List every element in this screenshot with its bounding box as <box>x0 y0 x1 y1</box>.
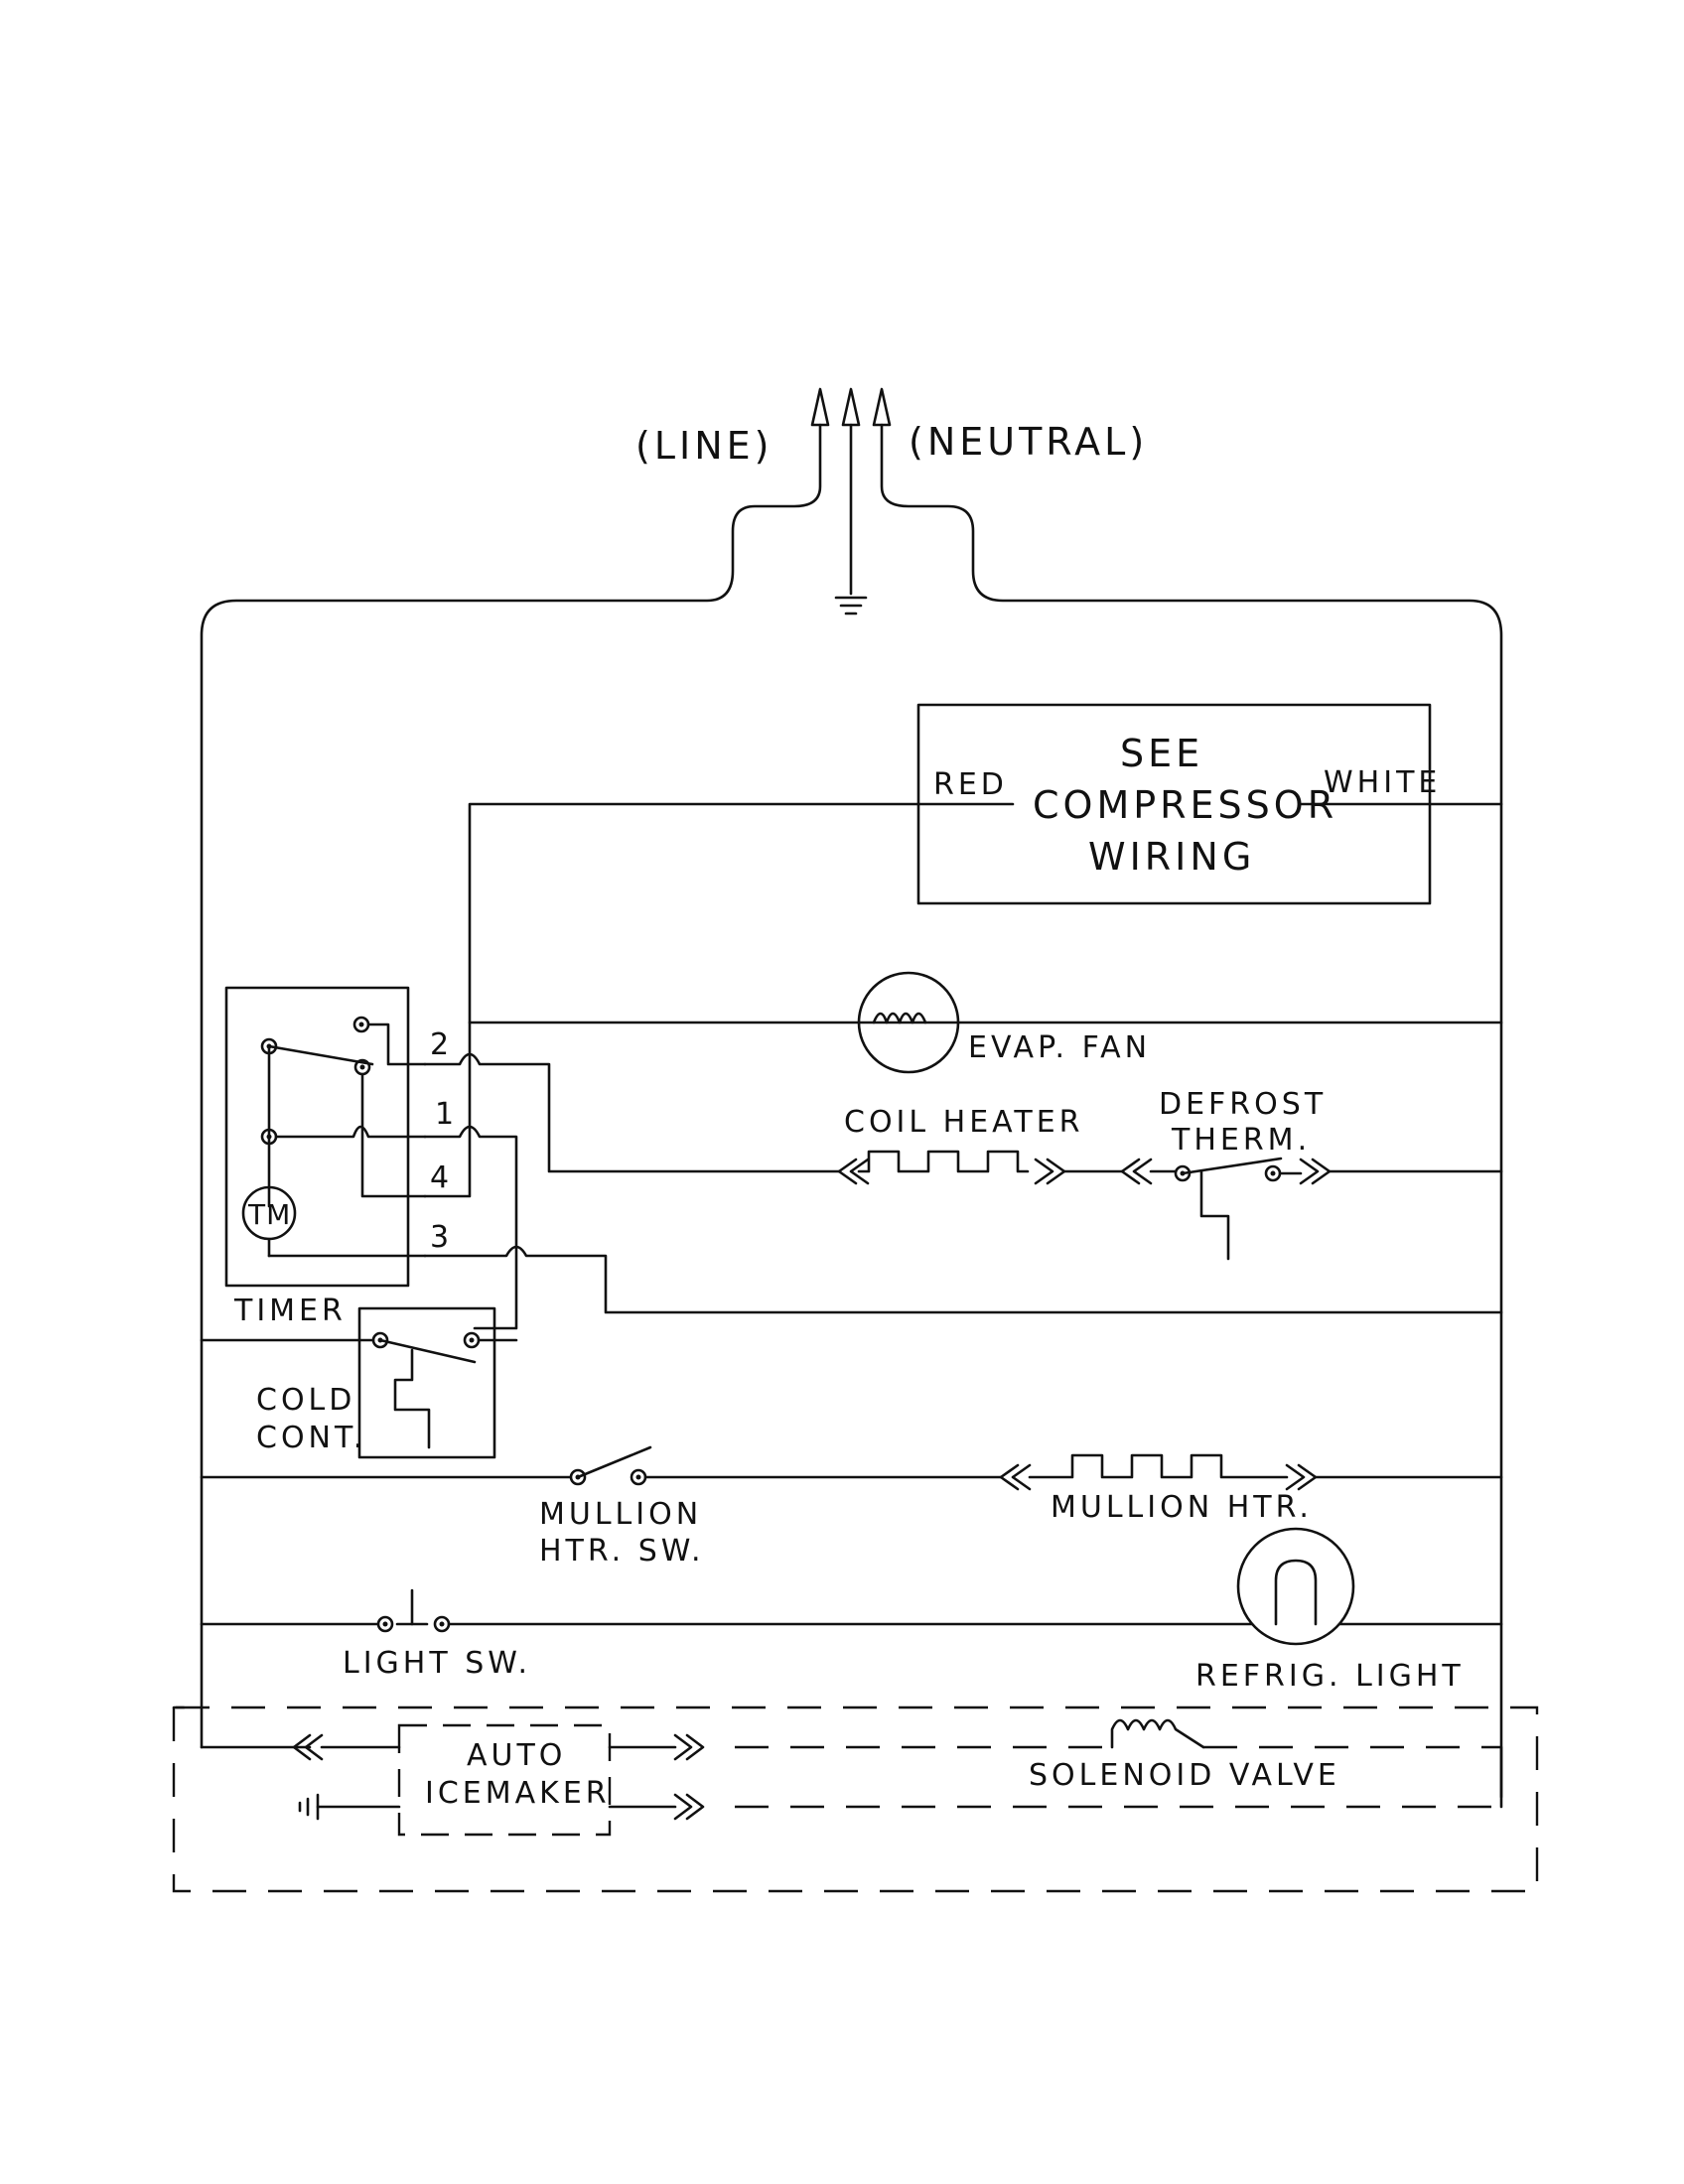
icemaker-label-1: AUTO <box>467 1738 566 1773</box>
compressor-title-3: WIRING <box>1088 835 1255 879</box>
mullion-switch-label-1: MULLION <box>539 1497 702 1532</box>
line-label: (LINE) <box>635 424 772 468</box>
evap-fan <box>857 971 960 1074</box>
timer-label: TIMER <box>233 1294 347 1328</box>
neutral-label: (NEUTRAL) <box>909 420 1148 464</box>
defrost-wire <box>423 1052 841 1173</box>
evap-fan-wire <box>423 1021 1503 1198</box>
solenoid-valve-label: SOLENOID VALVE <box>1029 1758 1340 1793</box>
timer-terminal-4: 4 <box>430 1160 453 1195</box>
timer-terminal-1: 1 <box>435 1097 458 1132</box>
timer-terminal-3: 3 <box>430 1220 453 1255</box>
evap-fan-label: EVAP. FAN <box>968 1030 1151 1065</box>
compressor-white-label: WHITE <box>1324 765 1441 800</box>
icemaker-label-2: ICEMAKER <box>425 1776 611 1811</box>
compressor-title-2: COMPRESSOR <box>1033 783 1337 827</box>
defrost-thermostat <box>1120 1157 1503 1261</box>
compressor-red-label: RED <box>933 767 1008 802</box>
mullion-heater-switch <box>200 1445 1003 1486</box>
power-plug <box>200 387 1503 1799</box>
refrig-light-label: REFRIG. LIGHT <box>1195 1659 1465 1694</box>
cold-control <box>200 1306 518 1459</box>
timer-terminal-2: 2 <box>430 1027 453 1062</box>
mullion-heater-label: MULLION HTR. <box>1051 1490 1313 1525</box>
timer-term1-wire <box>423 1125 518 1330</box>
defrost-therm-label-2: THERM. <box>1171 1123 1311 1158</box>
refrig-light <box>1236 1527 1355 1646</box>
icemaker-section <box>172 1706 1539 1893</box>
defrost-therm-label-1: DEFROST <box>1159 1087 1327 1122</box>
mullion-switch-label-2: HTR. SW. <box>539 1534 705 1569</box>
light-switch-label: LIGHT SW. <box>343 1646 531 1681</box>
timer-motor-label: TM <box>247 1198 291 1231</box>
timer-term3-wire <box>423 1245 1503 1314</box>
compressor-title-1: SEE <box>1120 732 1203 775</box>
mullion-heater <box>999 1453 1503 1491</box>
coil-heater <box>837 1150 1124 1185</box>
cold-control-label-2: CONT. <box>256 1421 366 1455</box>
compressor-red-wire <box>468 802 920 1024</box>
coil-heater-label: COIL HEATER <box>844 1105 1084 1140</box>
timer <box>224 986 427 1288</box>
cold-control-label-1: COLD <box>256 1383 355 1418</box>
